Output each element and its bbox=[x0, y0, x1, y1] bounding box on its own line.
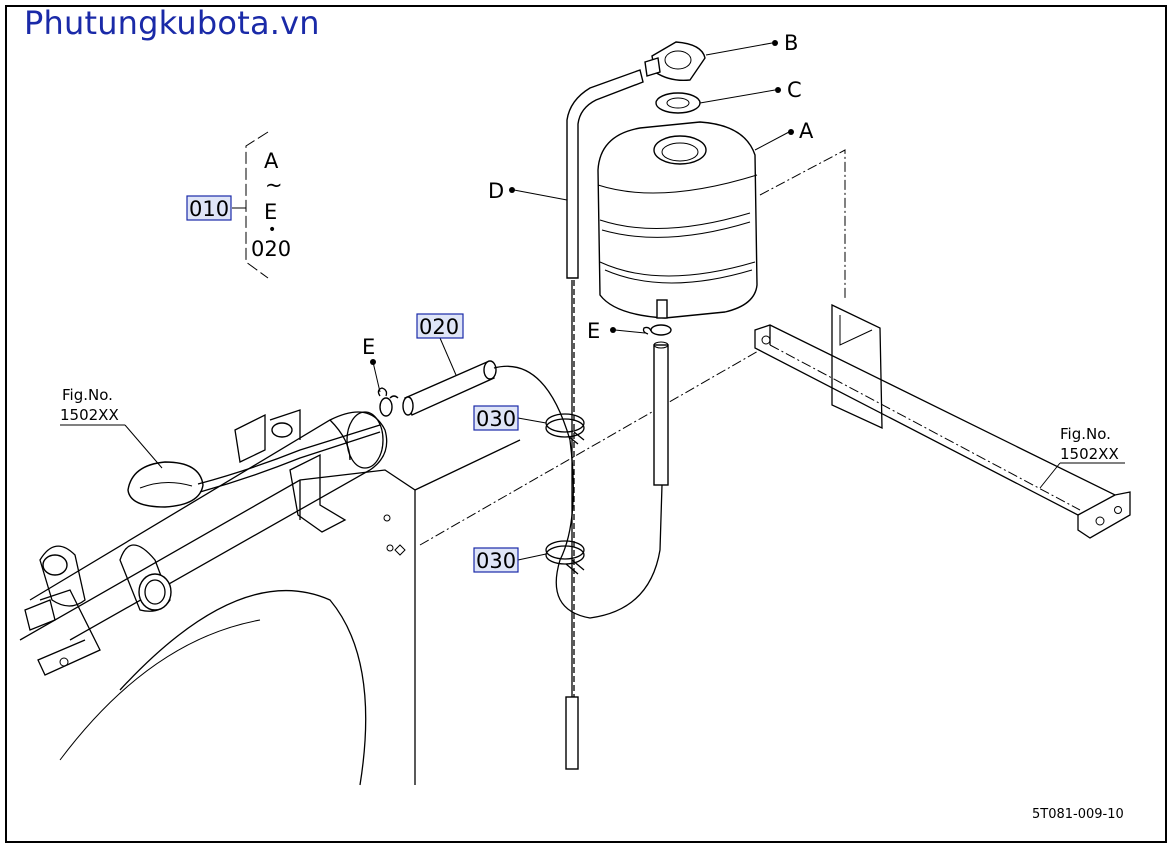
callout-a: A bbox=[799, 119, 814, 143]
stay-bracket bbox=[419, 149, 1131, 546]
clamp-030-upper bbox=[545, 413, 585, 445]
clamp-e-left bbox=[377, 387, 399, 417]
clamp-030-lower bbox=[545, 540, 585, 575]
bracket-line-2: ~ bbox=[265, 173, 283, 197]
hose-020 bbox=[402, 360, 663, 619]
ref-030-lower: 030 bbox=[476, 549, 516, 573]
labels: B C A D E E A ~ E • 020 010 020 030 030 … bbox=[60, 31, 1124, 822]
reference-bracket-010 bbox=[232, 131, 269, 279]
fig-ref-left-line1: Fig.No. bbox=[62, 386, 113, 404]
reserve-tank bbox=[597, 121, 758, 319]
tank-outlet-hose bbox=[653, 341, 669, 486]
gasket bbox=[655, 92, 701, 114]
clamp-e-right bbox=[642, 324, 672, 336]
bracket-line-3: E bbox=[264, 200, 277, 224]
ref-030-upper: 030 bbox=[476, 407, 516, 431]
bracket-line-4: • bbox=[268, 222, 276, 238]
ref-020: 020 bbox=[419, 315, 459, 339]
site-watermark: Phutungkubota.vn bbox=[24, 4, 320, 42]
fig-ref-left-line2: 1502XX bbox=[60, 406, 119, 424]
bracket-line-1: A bbox=[264, 149, 279, 173]
callout-e-left: E bbox=[362, 335, 375, 359]
ref-010: 010 bbox=[189, 197, 229, 221]
radiator-assembly bbox=[19, 409, 521, 786]
callout-b: B bbox=[784, 31, 798, 55]
leader-lines bbox=[60, 40, 1125, 561]
bracket-line-5: 020 bbox=[251, 237, 291, 261]
callout-d: D bbox=[488, 179, 504, 203]
drawing-border bbox=[5, 5, 1167, 843]
overflow-hose bbox=[565, 69, 644, 770]
tank-cap bbox=[644, 41, 706, 82]
fig-ref-right-line2: 1502XX bbox=[1060, 445, 1119, 463]
fig-ref-right-line1: Fig.No. bbox=[1060, 425, 1111, 443]
callout-c: C bbox=[787, 78, 802, 102]
drawing-code: 5T081-009-10 bbox=[1032, 807, 1124, 822]
callout-e-right: E bbox=[587, 319, 600, 343]
